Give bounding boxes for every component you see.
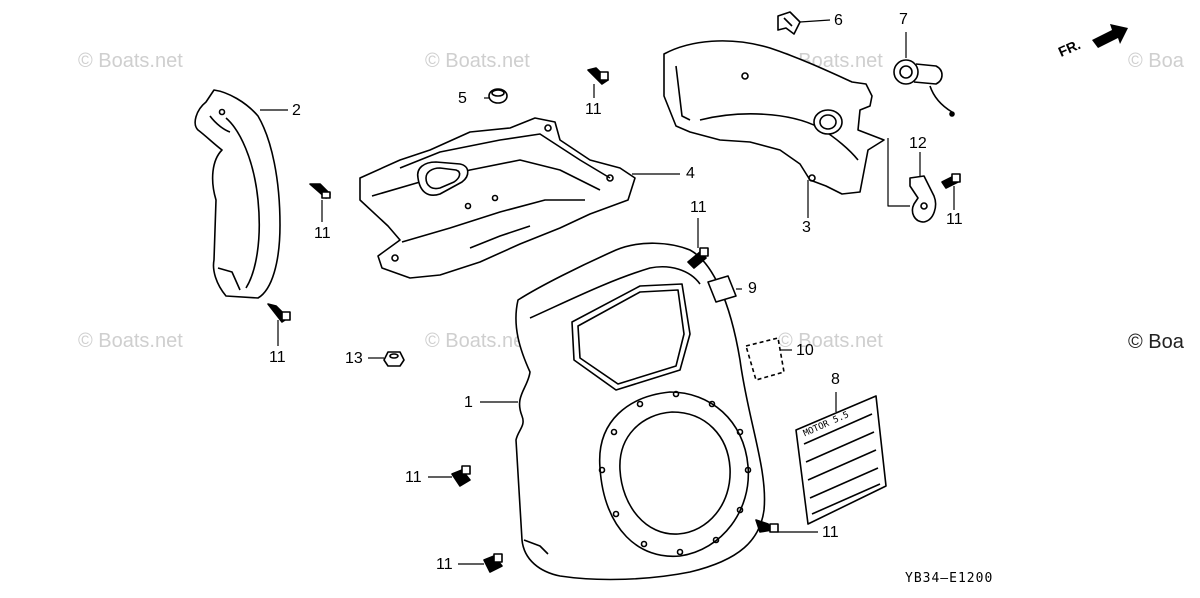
callout-5: 5 [458,90,467,107]
callout-1: 1 [464,394,473,411]
callout-11: 11 [436,556,453,573]
bolt-icon [267,303,291,323]
callout-9: 9 [748,280,757,297]
callout-12: 12 [909,135,927,152]
fan-cover-part [515,242,766,581]
nut-part [383,351,405,367]
front-arrow-icon [1092,24,1128,48]
shroud-side-part [194,89,281,299]
small-clip-part [777,11,801,35]
callout-11: 11 [405,469,422,486]
bolt-icon [941,173,961,189]
watermark: © Boats.net [78,50,183,72]
watermark: © Boats.net [425,50,530,72]
bolt-icon [309,183,331,199]
callout-13: 13 [345,350,363,367]
bolt-icon [451,465,471,487]
callout-3: 3 [802,219,811,236]
bolt-icon [755,519,779,533]
watermark: © Boats.net [778,330,883,352]
watermark: © Boats.net [425,330,530,352]
clip-part [909,175,937,223]
callout-11: 11 [314,225,331,242]
callout-11: 11 [269,349,286,366]
watermark: © Boa [1128,50,1184,72]
callout-11: 11 [585,101,602,118]
shroud-top-part [663,40,885,195]
top-cover-part [359,117,636,279]
switch-part [893,59,955,117]
callout-8: 8 [831,371,840,388]
label-part [745,337,785,381]
grommet-part [488,88,508,104]
diagram-code: YB34–E1200 [905,571,994,586]
callout-6: 6 [834,12,843,29]
callout-7: 7 [899,11,908,28]
watermark: © Boa [1128,331,1184,353]
bolt-icon [587,67,609,85]
callout-11: 11 [690,199,707,216]
callout-11: 11 [946,211,963,228]
callout-10: 10 [796,342,814,359]
callout-2: 2 [292,102,301,119]
decal-plate-part [795,395,887,525]
bolt-icon [687,247,709,269]
bolt-icon [483,553,503,573]
watermark: © Boats.net [78,330,183,352]
small-label-part [707,275,737,303]
callout-4: 4 [686,165,695,182]
callout-11: 11 [822,524,839,541]
